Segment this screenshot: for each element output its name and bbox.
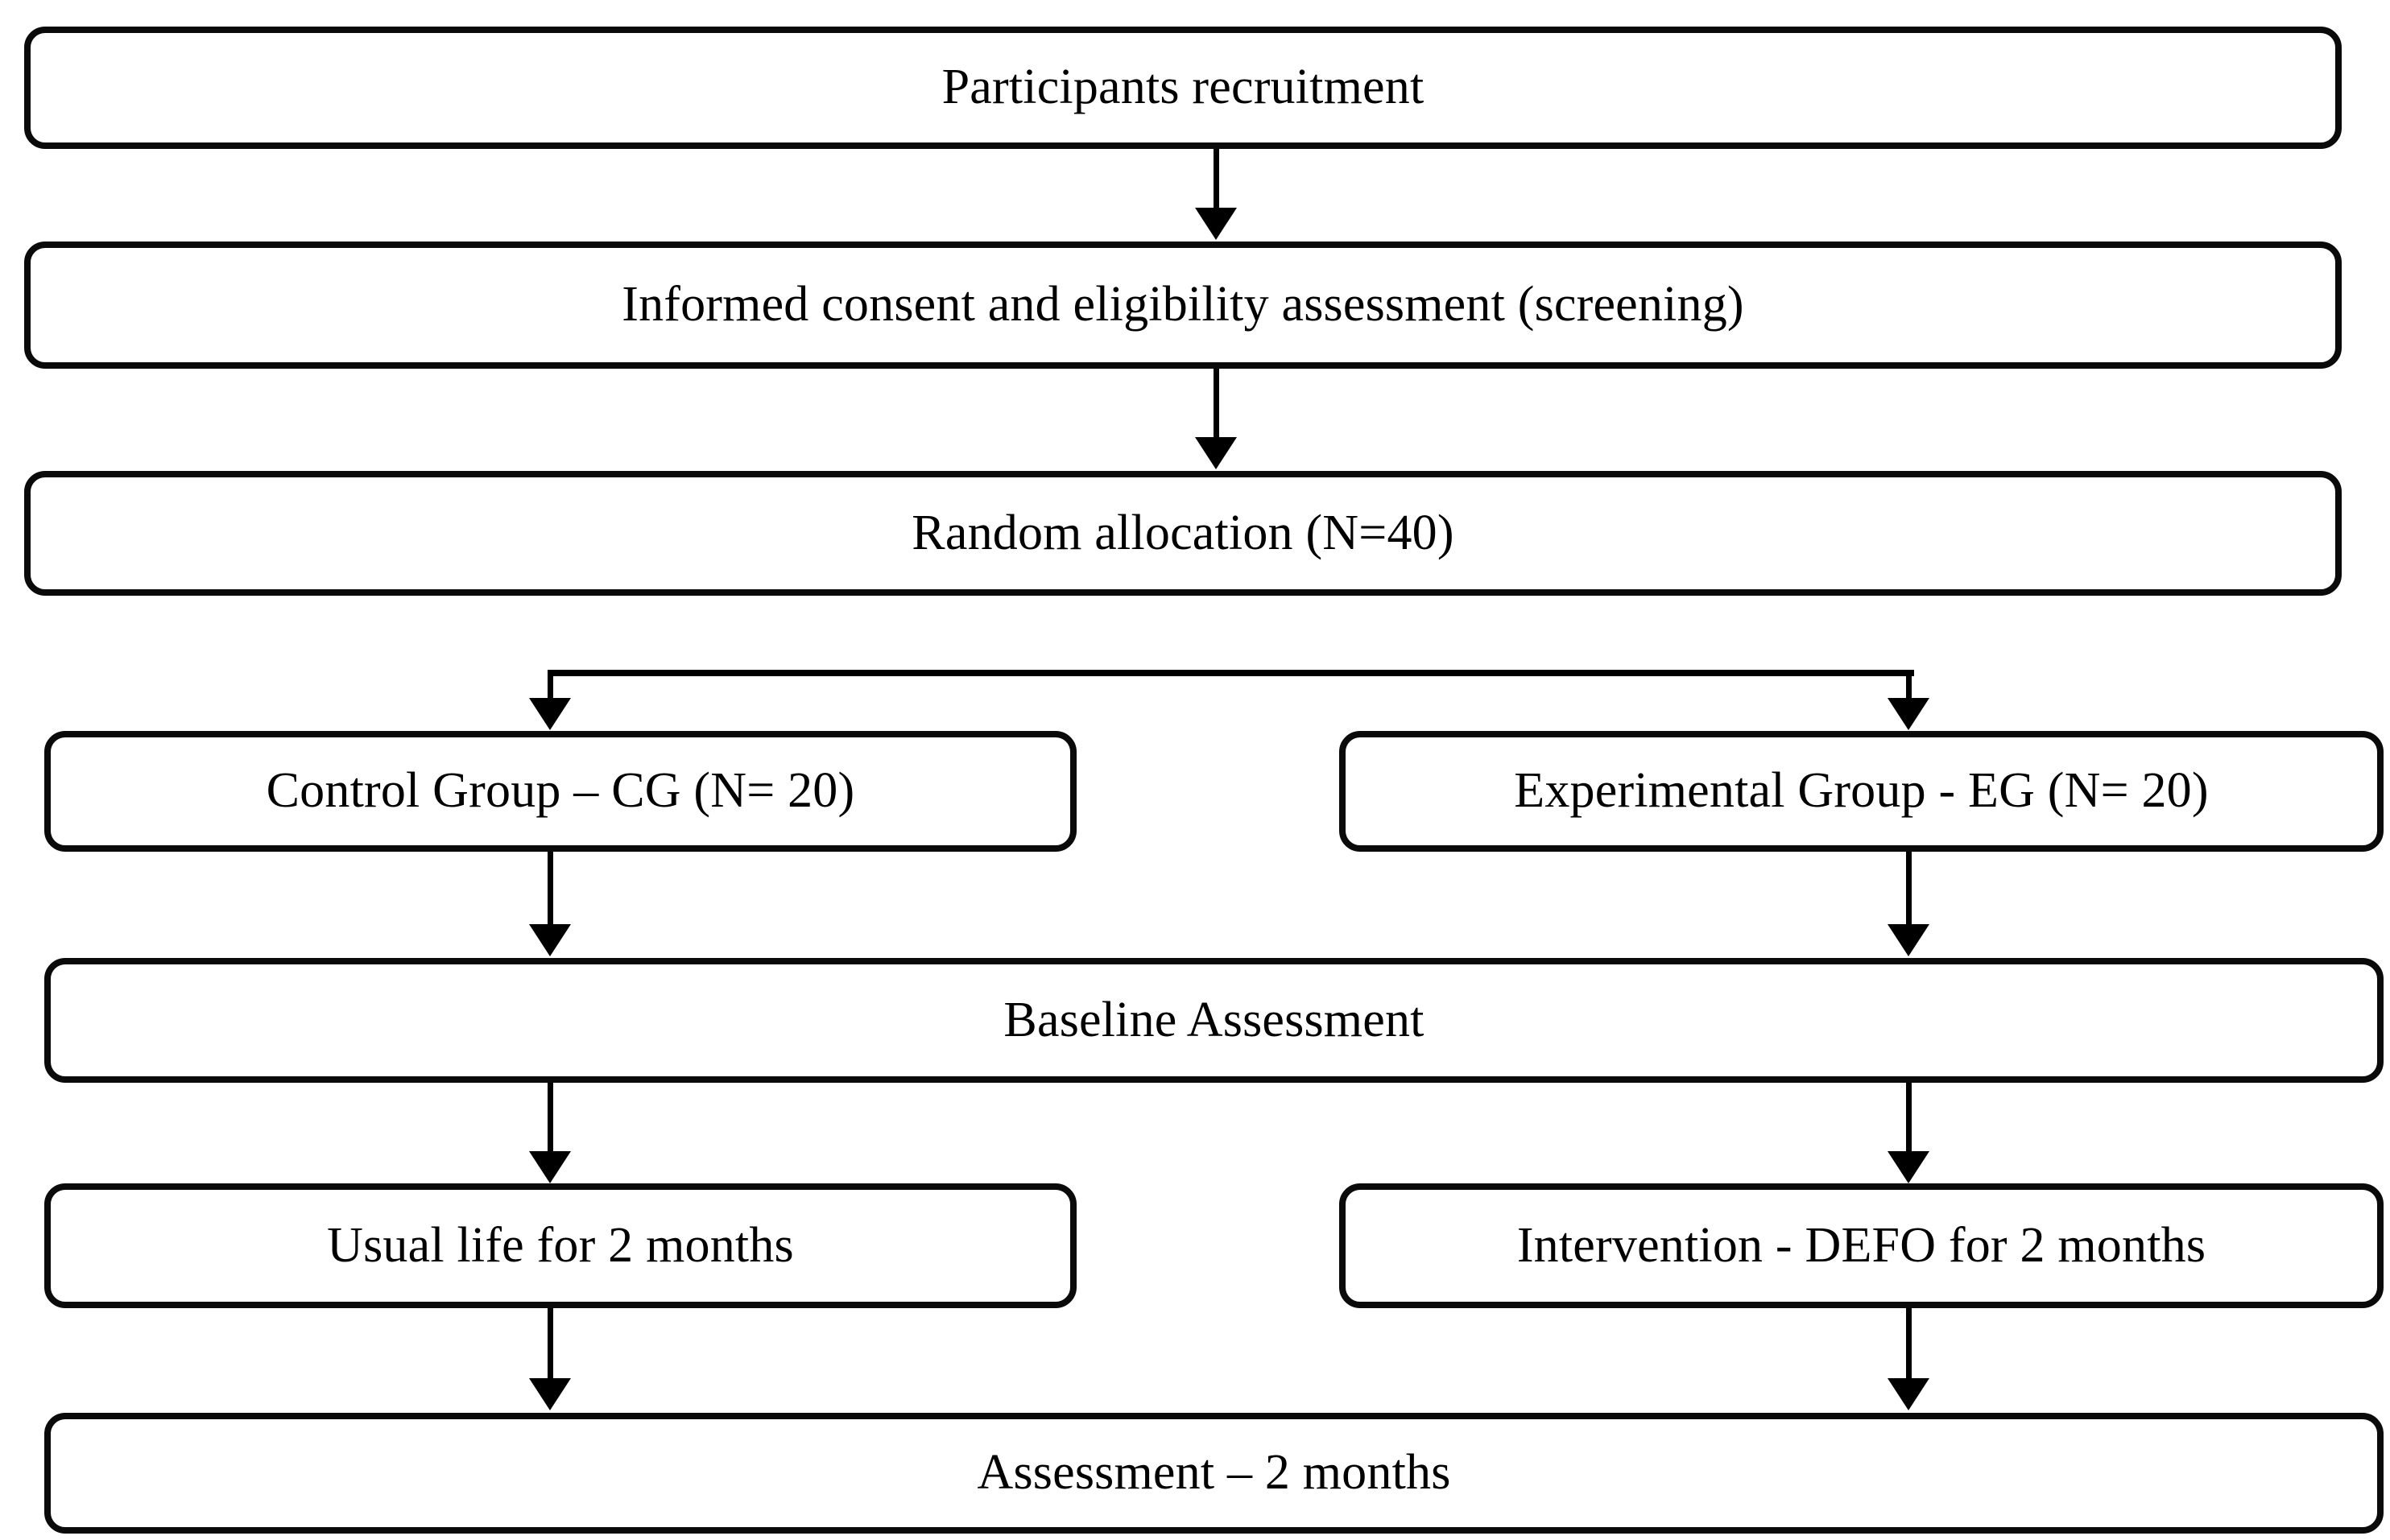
arrowhead-experimental-to-baseline [1888,924,1929,956]
arrowhead-recruitment-to-screening [1195,208,1237,240]
connector-allocation-to-control [548,670,553,704]
connector-recruitment-to-screening [1214,149,1219,213]
node-random-allocation[interactable]: Random allocation (N=40) [24,471,2342,596]
arrowhead-screening-to-allocation [1195,437,1237,469]
node-label: Participants recruitment [941,60,1424,115]
node-label: Control Group – CG (N= 20) [266,763,855,819]
node-label: Assessment – 2 months [977,1445,1451,1501]
node-label: Random allocation (N=40) [912,505,1454,560]
connector-usual-life-to-assessment [548,1308,553,1382]
node-label: Experimental Group - EG (N= 20) [1514,763,2209,819]
arrowhead-control-to-baseline [529,924,571,956]
arrowhead-baseline-to-intervention [1888,1151,1929,1183]
node-label: Baseline Assessment [1003,992,1424,1047]
connector-intervention-to-assessment [1906,1308,1912,1382]
node-label: Informed consent and eligibility assessm… [622,277,1744,332]
node-label: Intervention - DEFO for 2 months [1516,1217,2206,1273]
connector-screening-to-allocation [1214,369,1219,441]
arrowhead-allocation-to-experimental [1888,698,1929,730]
node-experimental-group[interactable]: Experimental Group - EG (N= 20) [1339,731,2384,852]
connector-allocation-to-experimental [1906,670,1912,704]
node-participants-recruitment[interactable]: Participants recruitment [24,27,2342,149]
connector-baseline-to-usual-life [548,1083,553,1155]
connector-control-to-baseline [548,852,553,928]
arrowhead-baseline-to-usual-life [529,1151,571,1183]
node-control-group[interactable]: Control Group – CG (N= 20) [44,731,1077,852]
connector-allocation-split-bar [550,670,1914,676]
connector-baseline-to-intervention [1906,1083,1912,1155]
arrowhead-usual-life-to-assessment [529,1378,571,1410]
node-usual-life[interactable]: Usual life for 2 months [44,1183,1077,1308]
node-assessment-2-months[interactable]: Assessment – 2 months [44,1413,2384,1534]
node-intervention-defo[interactable]: Intervention - DEFO for 2 months [1339,1183,2384,1308]
connector-experimental-to-baseline [1906,852,1912,928]
node-baseline-assessment[interactable]: Baseline Assessment [44,958,2384,1083]
arrowhead-allocation-to-control [529,698,571,730]
node-label: Usual life for 2 months [327,1217,794,1273]
arrowhead-intervention-to-assessment [1888,1378,1929,1410]
node-informed-consent-screening[interactable]: Informed consent and eligibility assessm… [24,242,2342,369]
